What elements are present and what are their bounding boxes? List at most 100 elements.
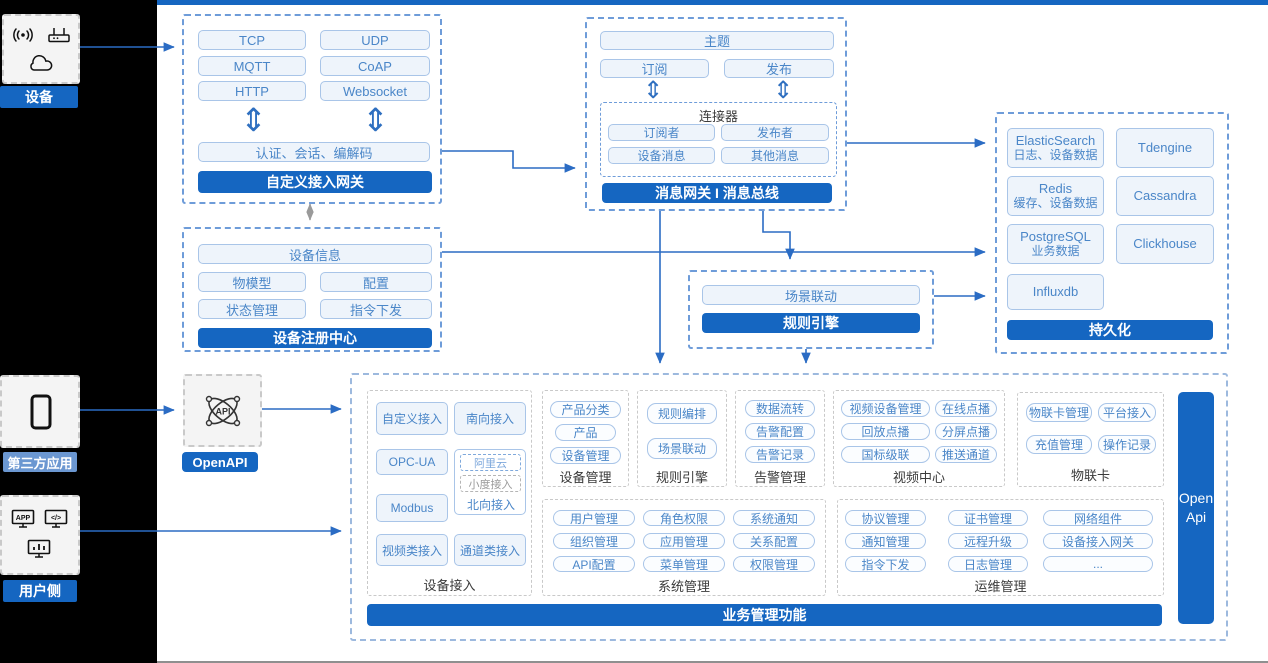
rule-orchestration-item: 规则编排 — [647, 403, 717, 424]
recharge-mgmt-item: 充值管理 — [1026, 435, 1092, 454]
device-label: 设备 — [0, 86, 78, 108]
device-mgmt-label: 设备管理 — [559, 470, 612, 485]
third-party-icons-box — [0, 375, 80, 448]
topic-item: 主题 — [600, 31, 834, 50]
store-tdengine: Tdengine — [1116, 128, 1214, 168]
network-component-item: 网络组件 — [1043, 510, 1153, 526]
protocol-udp: UDP — [320, 30, 430, 50]
double-arrow-icon: ⇕ — [240, 102, 267, 138]
video-center-label: 视频中心 — [892, 470, 945, 485]
northbound-access-combo: 阿里云 小度接入 北向接入 — [454, 449, 526, 515]
code-monitor-icon: </> — [44, 509, 68, 528]
platform-access-item: 平台接入 — [1098, 403, 1156, 422]
thing-model-item: 物模型 — [198, 272, 306, 292]
scene-linkage-item: 场景联动 — [647, 438, 717, 459]
device-icons-box — [2, 14, 80, 84]
message-bus-box: 主题 订阅 发布 ⇕ ⇕ 连接器 订阅者 发布者 设备消息 其他消息 消息网关 … — [585, 17, 847, 211]
product-category-item: 产品分类 — [550, 401, 621, 418]
gb-cascade-item: 国标级联 — [841, 446, 930, 463]
store-elasticsearch: ElasticSearch 日志、设备数据 — [1007, 128, 1104, 168]
custom-access-item: 自定义接入 — [376, 402, 448, 435]
business-title: 业务管理功能 — [367, 604, 1162, 626]
connector-title: 连接器 — [698, 109, 738, 124]
role-permission-item: 角色权限 — [643, 510, 725, 526]
double-arrow-icon: ⇕ — [362, 102, 389, 138]
device-access-gateway-item: 设备接入网关 — [1043, 533, 1153, 549]
device-mgmt-group: 产品分类 产品 设备管理 设备管理 — [542, 390, 629, 487]
open-api-bar-line2: Api — [1185, 509, 1207, 525]
rule-engine-group: 规则编排 场景联动 规则引擎 — [637, 390, 727, 487]
custom-gateway-box: TCP UDP MQTT CoAP HTTP Websocket ⇕ ⇕ 认证、… — [182, 14, 442, 204]
protocol-tcp: TCP — [198, 30, 306, 50]
northbound-access-item: 北向接入 — [466, 497, 515, 512]
cert-mgmt-item: 证书管理 — [948, 510, 1028, 526]
svg-text:API: API — [215, 407, 230, 417]
protocol-websocket: Websocket — [320, 81, 430, 101]
notice-mgmt-item: 通知管理 — [845, 533, 926, 549]
ops-mgmt-group: 协议管理 证书管理 网络组件 通知管理 远程升级 设备接入网关 指令下发 日志管… — [837, 499, 1164, 596]
system-notice-item: 系统通知 — [733, 510, 815, 526]
video-device-mgmt-item: 视频设备管理 — [841, 400, 930, 417]
video-access-item: 视频类接入 — [376, 534, 448, 566]
protocol-coap: CoAP — [320, 56, 430, 76]
protocol-mqtt: MQTT — [198, 56, 306, 76]
store-postgresql: PostgreSQL 业务数据 — [1007, 224, 1104, 264]
api-config-item: API配置 — [553, 556, 635, 572]
store-clickhouse: Clickhouse — [1116, 224, 1214, 264]
subscriber-item: 订阅者 — [608, 124, 715, 141]
log-mgmt-item: 日志管理 — [948, 556, 1028, 572]
ops-mgmt-label: 运维管理 — [974, 579, 1027, 594]
device-access-label: 设备接入 — [423, 578, 476, 593]
relation-config-item: 关系配置 — [733, 533, 815, 549]
rule-engine-box: 场景联动 规则引擎 — [688, 270, 934, 349]
double-arrow-icon: ⇕ — [643, 77, 664, 104]
southbound-access-item: 南向接入 — [454, 402, 526, 435]
video-center-group: 视频设备管理 在线点播 回放点播 分屏点播 国标级联 推送通道 视频中心 — [833, 390, 1005, 487]
third-party-label: 第三方应用 — [3, 452, 77, 472]
user-mgmt-item: 用户管理 — [553, 510, 635, 526]
open-api-bar-line1: Open — [1178, 490, 1214, 507]
system-mgmt-label: 系统管理 — [657, 579, 710, 594]
product-item: 产品 — [555, 424, 616, 441]
aliyun-item: 阿里云 — [460, 454, 521, 471]
svg-text:</>: </> — [51, 515, 61, 522]
auth-session-codec-bar: 认证、会话、编解码 — [198, 142, 430, 162]
chart-monitor-icon — [27, 539, 51, 558]
api-atom-icon: API — [205, 395, 241, 427]
menu-mgmt-item: 菜单管理 — [643, 556, 725, 572]
app-monitor-icon: APP — [11, 509, 35, 528]
modbus-item: Modbus — [376, 494, 448, 522]
persistence-box: ElasticSearch 日志、设备数据 Tdengine Redis 缓存、… — [995, 112, 1229, 354]
subscribe-item: 订阅 — [600, 59, 709, 78]
opc-ua-item: OPC-UA — [376, 449, 448, 475]
persistence-title: 持久化 — [1007, 320, 1213, 340]
channel-access-item: 通道类接入 — [454, 534, 526, 566]
business-box: 自定义接入 南向接入 OPC-UA 阿里云 小度接入 北向接入 Modbus 视… — [350, 373, 1228, 641]
store-cassandra: Cassandra — [1116, 176, 1214, 216]
custom-gateway-title: 自定义接入网关 — [198, 171, 432, 193]
openapi-label: OpenAPI — [182, 452, 258, 472]
rule-engine-title: 规则引擎 — [702, 313, 920, 333]
protocol-http: HTTP — [198, 81, 306, 101]
phone-icon — [30, 394, 52, 430]
alarm-mgmt-group: 数据流转 告警配置 告警记录 告警管理 — [735, 390, 825, 487]
alarm-record-item: 告警记录 — [745, 446, 815, 463]
online-play-item: 在线点播 — [935, 400, 997, 417]
xiaodu-access-item: 小度接入 — [460, 475, 521, 492]
iot-card-label: 物联卡 — [1070, 468, 1110, 483]
user-side-label: 用户侧 — [3, 580, 77, 602]
publish-item: 发布 — [724, 59, 834, 78]
device-message-item: 设备消息 — [608, 147, 715, 164]
device-mgmt-item: 设备管理 — [550, 447, 621, 464]
other-message-item: 其他消息 — [721, 147, 829, 164]
org-mgmt-item: 组织管理 — [553, 533, 635, 549]
system-mgmt-group: 用户管理 角色权限 系统通知 组织管理 应用管理 关系配置 API配置 菜单管理… — [542, 499, 826, 596]
alarm-config-item: 告警配置 — [745, 423, 815, 440]
cloud-icon — [30, 55, 53, 71]
device-registry-box: 设备信息 物模型 配置 状态管理 指令下发 设备注册中心 — [182, 227, 442, 352]
router-icon — [48, 28, 70, 43]
message-bus-title: 消息网关 I 消息总线 — [602, 183, 832, 203]
store-redis: Redis 缓存、设备数据 — [1007, 176, 1104, 216]
data-flow-item: 数据流转 — [745, 400, 815, 417]
